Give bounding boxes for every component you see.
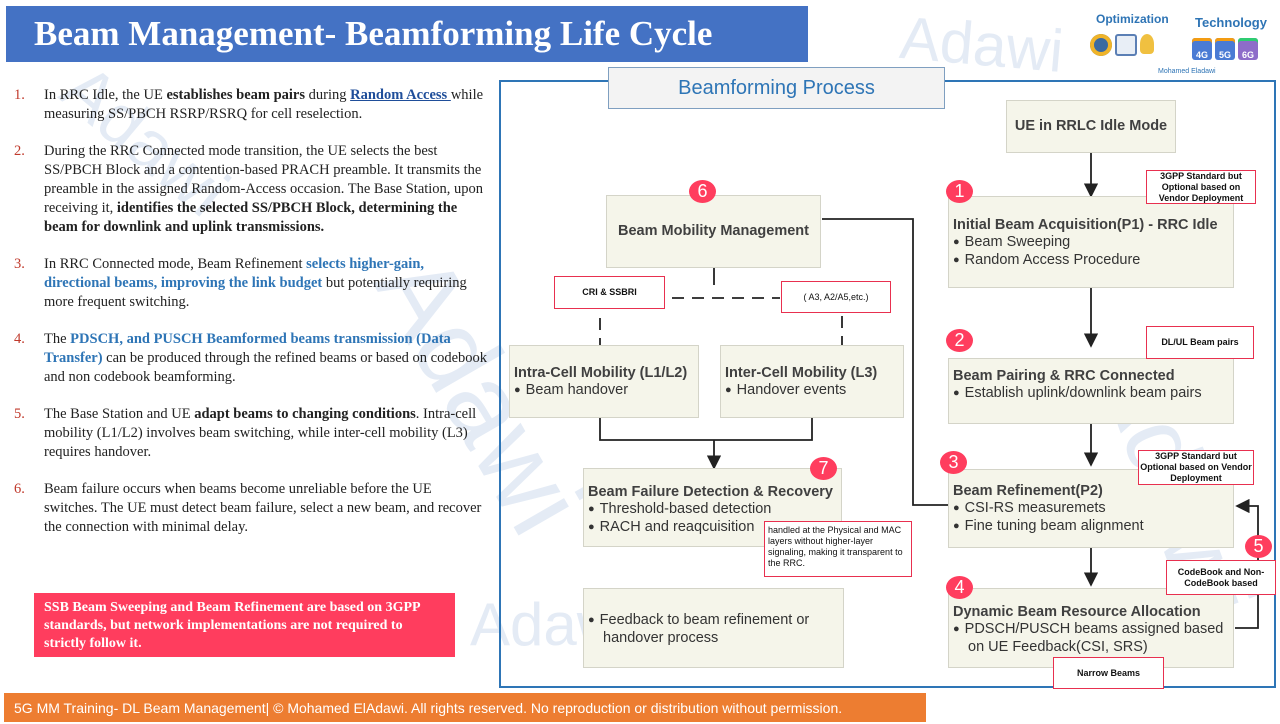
feedback-bullet: Feedback to beam refinement or handover … [588, 612, 839, 647]
step-number: 5. [14, 406, 25, 422]
step-text: In RRC Connected mode, Beam Refinement [44, 256, 307, 272]
inter-cell-box: Inter-Cell Mobility (L3) Handover events [720, 345, 904, 418]
step-text: but potentially requiring more frequent … [44, 275, 467, 310]
step-item: 6. Beam failure occurs when beams become … [14, 480, 488, 537]
step-text: Beam failure occurs when beams become un… [44, 481, 482, 535]
step-text: . Intra-cell mobility (L1/L2) involves b… [44, 406, 477, 460]
p4-box: Dynamic Beam Resource Allocation PDSCH/P… [948, 588, 1234, 668]
arrow-mobility-to-p7 [599, 418, 813, 441]
feedback-box: Feedback to beam refinement or handover … [583, 588, 844, 668]
line-p6-to-p3 [822, 218, 948, 506]
step-emphasis: identifies the selected SS/PBCH Block, d… [44, 200, 458, 235]
p5-callout: CodeBook and Non-CodeBook based [1166, 560, 1276, 595]
intra-cell-title: Intra-Cell Mobility (L1/L2) [514, 365, 688, 381]
p7-bullet: RACH and reaqcuisition [588, 519, 837, 537]
idle-mode-box: UE in RRLC Idle Mode [1006, 100, 1176, 153]
gauge-icon [1090, 34, 1112, 56]
p5-badge: 5 [1245, 535, 1272, 558]
6g-icon: 6G [1238, 38, 1258, 60]
dashboard-icon [1115, 34, 1137, 56]
inter-cell-title: Inter-Cell Mobility (L3) [725, 365, 878, 381]
p6-title: Beam Mobility Management [618, 223, 809, 239]
p4-callout: Narrow Beams [1053, 657, 1164, 689]
p2-box: Beam Pairing & RRC Connected Establish u… [948, 358, 1234, 424]
p1-title: Initial Beam Acquisition(P1) - RRC Idle [953, 217, 1218, 233]
inter-cell-bullet: Handover events [725, 382, 899, 400]
technology-logo-icons: 4G 5G 6G [1192, 38, 1258, 60]
p7-badge: 7 [810, 457, 837, 480]
logo-author: Mohamed Eladawi [1158, 68, 1216, 75]
step-text: In RRC Idle, the UE [44, 87, 167, 103]
step-text: During the RRC Connected mode transition… [44, 143, 484, 216]
p6-callout-right: ( A3, A2/A5,etc.) [781, 281, 891, 313]
p2-title: Beam Pairing & RRC Connected [953, 368, 1175, 384]
step-emphasis: adapt beams to changing conditions [194, 406, 416, 422]
p2-bullet: Establish uplink/downlink beam pairs [953, 385, 1229, 403]
step-text: The Base Station and UE [44, 406, 195, 422]
page-title-bar: Beam Management- Beamforming Life Cycle [6, 6, 808, 62]
p2-callout: DL/UL Beam pairs [1146, 326, 1254, 359]
step-text: The [44, 331, 71, 347]
p6-box: Beam Mobility Management [606, 195, 821, 268]
step-number: 1. [14, 87, 25, 103]
p4-bullet: PDSCH/PUSCH beams assigned based on UE F… [953, 621, 1229, 656]
4g-icon: 4G [1192, 38, 1212, 60]
bulb-icon [1140, 34, 1154, 54]
step-text: during [305, 87, 351, 103]
step-text: while measuring SS/PBCH RSRP/RSRQ for ce… [44, 87, 484, 122]
step-number: 4. [14, 331, 25, 347]
p3-title: Beam Refinement(P2) [953, 483, 1103, 499]
p2-badge: 2 [946, 329, 973, 352]
p3-bullet: Fine tuning beam alignment [953, 518, 1229, 536]
step-item: 5. The Base Station and UE adapt beams to… [14, 405, 488, 462]
p3-bullet: CSI-RS measuremets [953, 500, 1229, 518]
intra-cell-box: Intra-Cell Mobility (L1/L2) Beam handove… [509, 345, 699, 418]
p6-callout-left: CRI & SSBRI [554, 276, 665, 309]
step-item: 3. In RRC Connected mode, Beam Refinement… [14, 255, 488, 312]
random-access-link[interactable]: Random Access [350, 87, 451, 103]
step-number: 2. [14, 143, 25, 159]
p6-badge: 6 [689, 180, 716, 203]
p1-bullet: Beam Sweeping [953, 234, 1229, 252]
step-highlight: selects higher-gain, directional beams, … [44, 256, 425, 291]
step-item: 2. During the RRC Connected mode transiti… [14, 142, 488, 237]
logo-optimization-label: Optimization [1096, 12, 1169, 26]
5g-icon: 5G [1215, 38, 1235, 60]
page-title: Beam Management- Beamforming Life Cycle [34, 14, 713, 53]
logo-technology-label: Technology [1195, 15, 1267, 30]
p1-callout: 3GPP Standard but Optional based on Vend… [1146, 170, 1256, 204]
step-number: 3. [14, 256, 25, 272]
step-text: can be produced through the refined beam… [44, 350, 488, 385]
step-number: 6. [14, 481, 25, 497]
p1-badge: 1 [946, 180, 973, 203]
idle-mode-label: UE in RRLC Idle Mode [1014, 118, 1168, 134]
step-emphasis: establishes beam pairs [166, 87, 306, 103]
step-highlight: PDSCH, and PUSCH Beamformed beams transm… [44, 331, 451, 366]
steps-list: 1. In RRC Idle, the UE establishes beam p… [14, 86, 488, 555]
p7-box: Beam Failure Detection & Recovery Thresh… [583, 468, 842, 547]
p1-bullet: Random Access Procedure [953, 252, 1229, 270]
p4-badge: 4 [946, 576, 973, 599]
p3-callout: 3GPP Standard but Optional based on Vend… [1138, 450, 1254, 485]
p7-callout: handled at the Physical and MAC layers w… [764, 521, 912, 577]
intra-cell-bullet: Beam handover [514, 382, 694, 400]
optimization-logo-icons [1090, 34, 1154, 56]
footer: 5G MM Training- DL Beam Management| © Mo… [4, 693, 926, 722]
p1-box: Initial Beam Acquisition(P1) - RRC Idle … [948, 196, 1234, 288]
p4-title: Dynamic Beam Resource Allocation [953, 604, 1201, 620]
step-item: 4. The PDSCH, and PUSCH Beamformed beams … [14, 330, 488, 387]
process-title: Beamforming Process [608, 67, 945, 109]
p7-title: Beam Failure Detection & Recovery [588, 484, 833, 500]
p7-bullet: Threshold-based detection [588, 501, 837, 519]
standards-note: SSB Beam Sweeping and Beam Refinement ar… [34, 593, 455, 657]
step-item: 1. In RRC Idle, the UE establishes beam p… [14, 86, 488, 124]
p3-badge: 3 [940, 451, 967, 474]
